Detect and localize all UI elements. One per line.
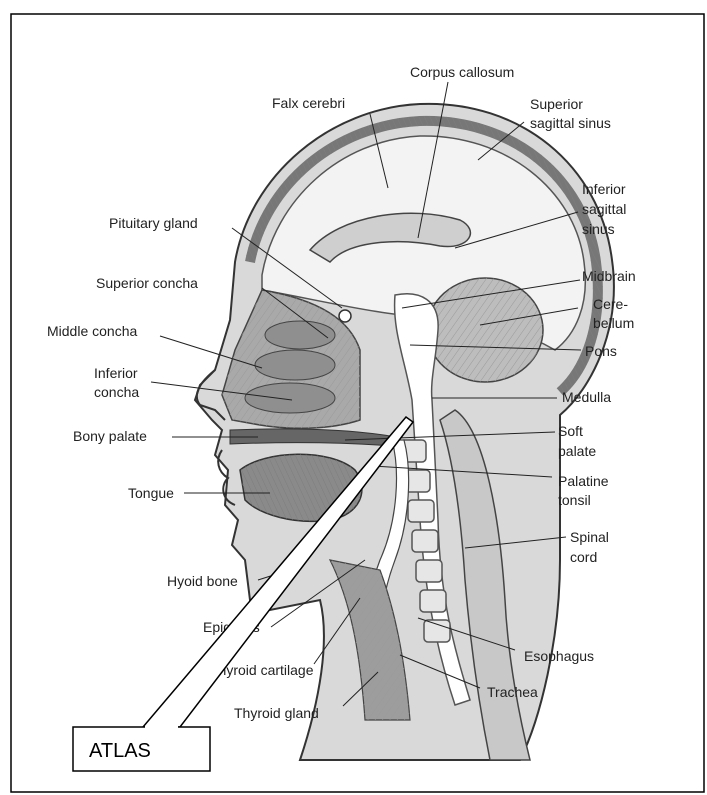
label-spinal-cord-line1: Spinal	[570, 529, 609, 545]
label-spinal-cord-line2: cord	[570, 549, 597, 565]
middle-concha-shape	[255, 350, 335, 380]
label-inferior-sagittal-sinus-line3: sinus	[582, 221, 615, 237]
label-esophagus: Esophagus	[524, 648, 594, 664]
label-inferior-concha-line1: Inferior	[94, 365, 138, 381]
inferior-concha-shape	[245, 383, 335, 413]
label-soft-palate-line2: palate	[558, 443, 596, 459]
label-cerebellum-line1: Cere-	[593, 296, 628, 312]
label-palatine-tonsil-line1: Palatine	[558, 473, 609, 489]
label-middle-concha: Middle concha	[47, 323, 137, 339]
atlas-label: ATLAS	[89, 740, 151, 762]
label-pons: Pons	[585, 343, 617, 359]
vertebra	[416, 560, 442, 582]
label-superior-sagittal-sinus-line2: sagittal sinus	[530, 115, 611, 131]
label-hyoid-bone: Hyoid bone	[167, 573, 238, 589]
label-pituitary-gland: Pituitary gland	[109, 215, 198, 231]
label-trachea: Trachea	[487, 684, 538, 700]
label-soft-palate-line1: Soft	[558, 423, 583, 439]
label-midbrain: Midbrain	[582, 268, 636, 284]
vertebra	[412, 530, 438, 552]
label-cerebellum-line2: bellum	[593, 315, 634, 331]
label-palatine-tonsil-line2: tonsil	[558, 492, 591, 508]
label-tongue: Tongue	[128, 485, 174, 501]
vertebra	[408, 500, 434, 522]
label-corpus-callosum: Corpus callosum	[410, 64, 514, 80]
label-thyroid-gland: Thyroid gland	[234, 705, 319, 721]
vertebra	[420, 590, 446, 612]
label-inferior-concha-line2: concha	[94, 384, 139, 400]
pituitary-shape	[339, 310, 351, 322]
vertebra	[424, 620, 450, 642]
label-inferior-sagittal-sinus-line1: Inferior	[582, 181, 626, 197]
cerebellum-texture	[427, 278, 543, 382]
label-superior-sagittal-sinus-line1: Superior	[530, 96, 583, 112]
label-medulla: Medulla	[562, 389, 611, 405]
label-falx-cerebri: Falx cerebri	[272, 95, 345, 111]
label-inferior-sagittal-sinus-line2: sagittal	[582, 201, 626, 217]
label-bony-palate: Bony palate	[73, 428, 147, 444]
label-superior-concha: Superior concha	[96, 275, 198, 291]
